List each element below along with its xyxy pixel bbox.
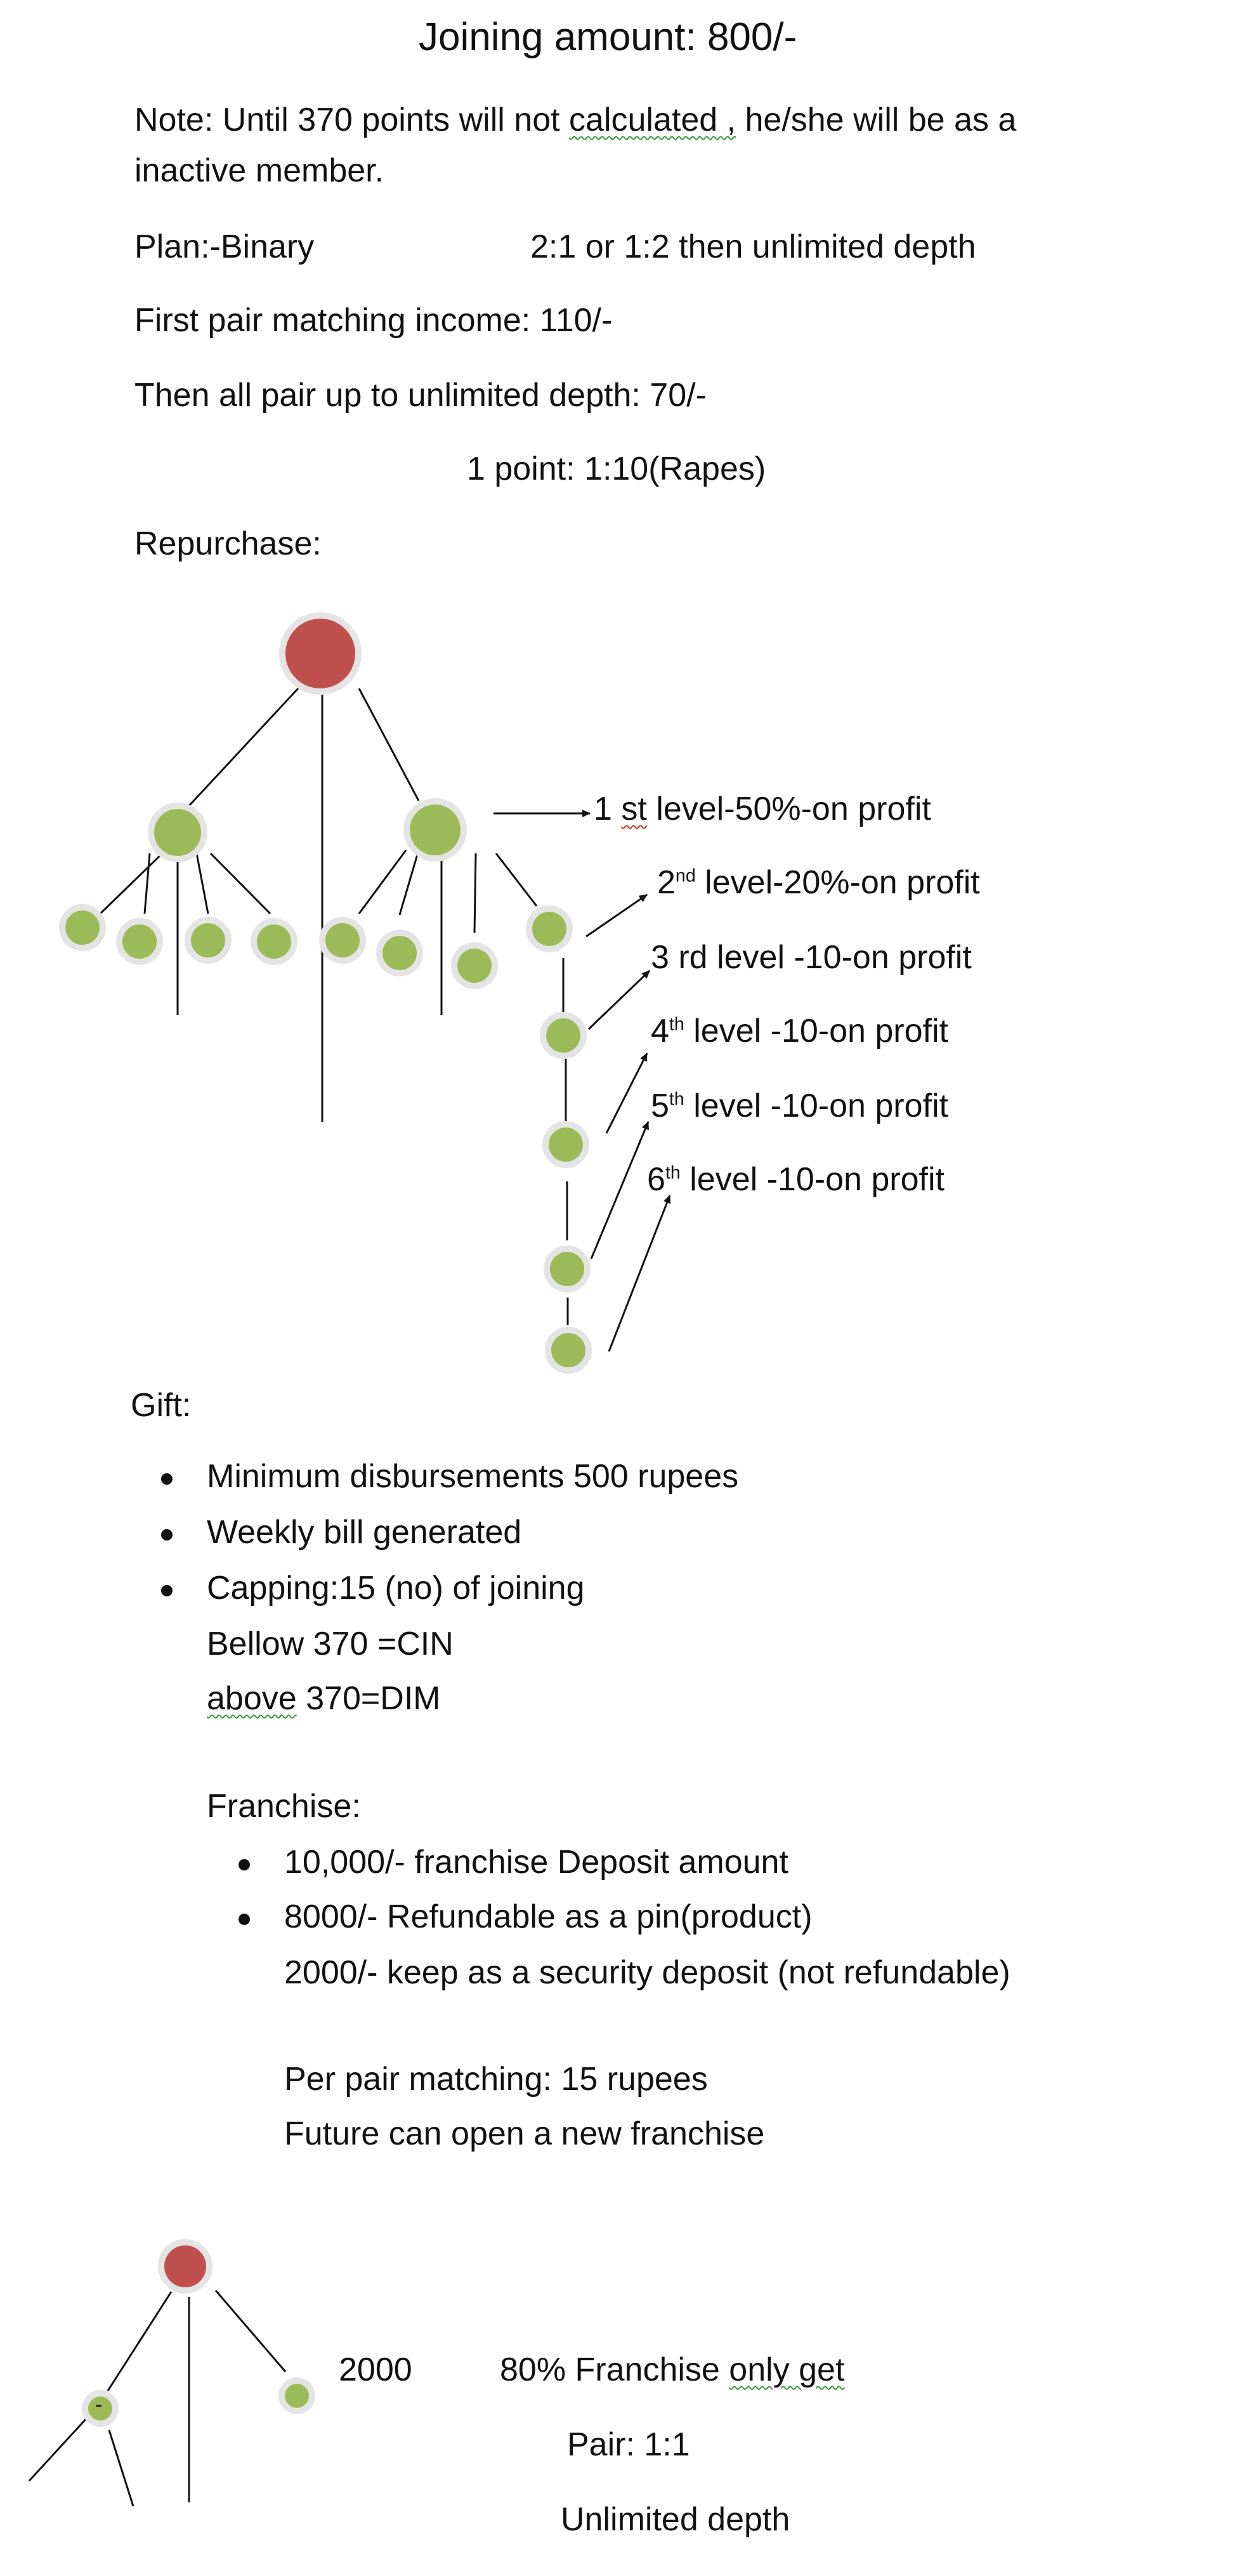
tree-line [188, 687, 299, 807]
franchise-text-a: 80% Franchise [500, 2351, 729, 2388]
note-text-calculated: calculated , [569, 102, 736, 138]
gift-label: Gift: [131, 1387, 192, 1424]
page-title: Joining amount: 800/- [419, 15, 797, 59]
franchise-item-2: 8000/- Refundable as a pin(product) [239, 1897, 813, 1936]
level-label-2: 2nd level-20%-on profit [657, 864, 980, 901]
level-label-3: 3 rd level -10-on profit [651, 939, 972, 976]
bottom-root-node [158, 2239, 212, 2294]
leaf-node [116, 918, 163, 965]
tree-line [473, 853, 477, 933]
per-pair-matching: Per pair matching: 15 rupees [284, 2061, 708, 2098]
first-pair-income: First pair matching income: 110/- [134, 302, 613, 339]
above-word: above [207, 1680, 297, 1717]
arrow-level-5 [590, 1121, 650, 1259]
plan-label: Plan:-Binary [134, 228, 315, 265]
unlimited-depth: Unlimited depth [561, 2501, 790, 2538]
leaf-node [319, 917, 366, 964]
chain-node [542, 1121, 589, 1168]
arrow-level-6 [608, 1195, 671, 1352]
leaf-node [376, 930, 423, 976]
chain-node [526, 905, 573, 952]
tree-line [209, 852, 271, 915]
note-text-c: he/she will be as a [736, 102, 1017, 138]
gift-item-2: Weekly bill generated [160, 1513, 521, 1552]
point-rate: 1 point: 1:10(Rapes) [467, 450, 766, 487]
above-line: above 370=DIM [207, 1679, 441, 1718]
future-franchise: Future can open a new franchise [284, 2115, 765, 2152]
leaf-node [59, 904, 106, 951]
tree-line [108, 2429, 134, 2507]
leaf-node [251, 918, 297, 965]
plan-value: 2:1 or 1:2 then unlimited depth [530, 228, 976, 265]
tree-line [99, 852, 164, 915]
bottom-right-node [278, 2377, 315, 2414]
note-text-a: Note: Until 370 points will not [134, 102, 570, 138]
tree-line [195, 853, 209, 914]
gift-item-3: Capping:15 (no) of joining [161, 1568, 585, 1608]
repurchase-tree-diagram [59, 612, 671, 1374]
bellow-line: Bellow 370 =CIN [207, 1626, 454, 1662]
tree-line [495, 853, 538, 907]
arrow-level-2 [585, 893, 648, 938]
level-label-6: 6th level -10-on profit [647, 1161, 945, 1198]
tree-line [214, 2290, 287, 2372]
root-node [279, 612, 362, 695]
tree-line [107, 2291, 173, 2391]
level-label-1: 1 st level-50%-on profit [594, 791, 931, 827]
tree-line [28, 2417, 88, 2482]
franchise-label: Franchise: [207, 1788, 361, 1825]
node-mark: - [95, 2393, 103, 2417]
note-line-1: Note: Until 370 points will not calculat… [134, 100, 1016, 140]
pair-ratio: Pair: 1:1 [567, 2426, 690, 2463]
then-pair-income: Then all pair up to unlimited depth: 70/… [134, 377, 707, 414]
tree-line [358, 850, 407, 914]
arrow-level-4 [605, 1053, 648, 1134]
level-label-4: 4th level -10-on profit [651, 1013, 948, 1049]
bottom-franchise-line: 80% Franchise only get [500, 2350, 844, 2389]
leaf-node [451, 942, 498, 989]
chain-node [545, 1327, 592, 1374]
franchise-item-1: 10,000/- franchise Deposit amount [239, 1843, 788, 1882]
tree-line [143, 853, 151, 914]
chain-node [544, 1245, 591, 1292]
above-rest: 370=DIM [296, 1680, 441, 1717]
level1-right-node [403, 798, 467, 862]
arrow-level-3 [587, 969, 651, 1030]
repurchase-label: Repurchase: [134, 525, 322, 562]
level-label-5: 5th level -10-on profit [651, 1088, 948, 1124]
bottom-amount: 2000 [339, 2351, 412, 2388]
security-deposit: 2000/- keep as a security deposit (not r… [284, 1954, 1010, 1991]
tree-line [358, 688, 420, 801]
level1-left-node [148, 803, 207, 862]
franchise-text-b: only get [729, 2351, 845, 2388]
tree-line [398, 850, 420, 916]
leaf-node [185, 917, 232, 964]
chain-node [540, 1012, 587, 1059]
gift-item-1: Minimum disbursements 500 rupees [160, 1457, 738, 1496]
note-line-2: inactive member. [134, 152, 384, 189]
